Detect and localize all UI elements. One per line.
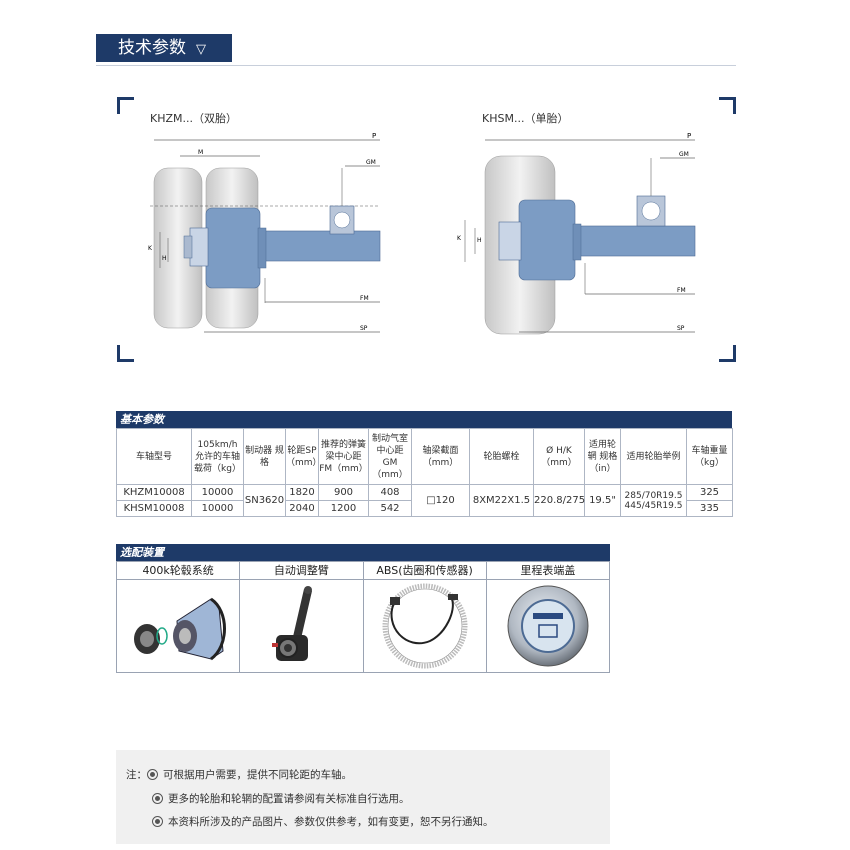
cell-load: 10000	[191, 500, 244, 517]
note-line-3: 本资料所涉及的产品图片、参数仅供参考，如有变更，恕不另行通知。	[152, 814, 494, 829]
header-gm: 制动气室 中心距 GM（mm）	[368, 428, 412, 485]
tire-example-1: 285/70R19.5	[624, 490, 683, 501]
dim-label-sp: SP	[677, 325, 685, 332]
brake-drum	[205, 207, 261, 289]
wheel-hub	[189, 227, 209, 267]
dim-label-k: K	[457, 235, 462, 242]
header-fm: 推荐的弹簧 梁中心距 FM（mm）	[318, 428, 369, 485]
header-weight: 车轴重量 （kg）	[686, 428, 733, 485]
corner-bracket-bottom-right	[719, 345, 736, 362]
table-row: KHZM10008 10000 SN3620 1820 900 408 □120…	[116, 484, 733, 517]
cell-load: 10000	[191, 484, 244, 501]
cell-brake: SN3620	[243, 484, 286, 517]
cell-section: □120	[411, 484, 470, 517]
note-text: 可根据用户需要，提供不同轮距的车轴。	[163, 769, 352, 781]
cell-weight: 325	[686, 484, 733, 501]
dim-label-h: H	[162, 255, 167, 262]
bullet-icon	[152, 793, 163, 804]
header-bolt: 轮胎螺栓	[469, 428, 534, 485]
dim-label-gm: GM	[679, 151, 689, 158]
note-text: 更多的轮胎和轮辋的配置请参阅有关标准自行选用。	[168, 793, 410, 805]
dim-label-m: M	[198, 149, 203, 156]
cell-model: KHSM10008	[116, 500, 192, 517]
single-tire-axle-diagram: P GM K H FM SP	[457, 132, 696, 335]
cell-weight: 335	[686, 500, 733, 517]
option-label: 里程表端盖	[486, 562, 609, 580]
abs-sensor-ring-image	[364, 580, 486, 672]
cell-sp: 1820	[285, 484, 319, 501]
tire-example-2: 445/45R19.5	[624, 500, 683, 511]
dual-tire-axle-diagram: P M GM K H FM SP	[148, 132, 381, 333]
header-section: 轴梁截面 （mm）	[411, 428, 470, 485]
header-tire: 适用轮胎举例	[620, 428, 687, 485]
bullet-icon	[147, 769, 158, 780]
dim-label-p: P	[372, 132, 376, 140]
dim-label-k: K	[148, 245, 153, 252]
corner-bracket-bottom-left	[117, 345, 134, 362]
cell-sp: 2040	[285, 500, 319, 517]
section-title: 技术参数	[118, 38, 186, 58]
brake-drum	[518, 199, 576, 281]
header-rim: 适用轮辋 规格 （in）	[584, 428, 621, 485]
dim-label-gm: GM	[366, 159, 376, 166]
corner-bracket-top-right	[719, 97, 736, 114]
note-line-1: 注： 可根据用户需要，提供不同轮距的车轴。	[126, 767, 352, 782]
triangle-down-icon: ▽	[196, 42, 206, 57]
dim-label-p: P	[687, 132, 691, 140]
options-title: 选配装置	[116, 544, 610, 561]
notes-prefix: 注：	[126, 769, 147, 781]
table-row: KHSM10008 10000 2040 1200 542 335	[116, 500, 733, 517]
hubodometer-cap-image	[487, 580, 609, 672]
axle-beam	[564, 225, 696, 257]
note-text: 本资料所涉及的产品图片、参数仅供参考，如有变更，恕不另行通知。	[168, 816, 494, 828]
option-item: 400k轮毂系统	[117, 562, 241, 672]
cell-rim: 19.5"	[584, 484, 621, 517]
diagram-left-title: KHZM...（双胎）	[150, 112, 238, 125]
cell-fm: 900	[318, 484, 369, 501]
header-brake: 制动器 规格	[243, 428, 286, 485]
wheel-hub-system-image	[117, 580, 239, 672]
spec-table-title: 基本参数	[116, 411, 732, 428]
dim-label-fm: FM	[677, 287, 686, 294]
header-hk: Ø H/K （mm）	[533, 428, 585, 485]
option-label: 400k轮毂系统	[117, 562, 240, 580]
diagram-right-title: KHSM...（单胎）	[482, 112, 569, 125]
cell-gm: 542	[368, 500, 412, 517]
option-label: 自动调整臂	[240, 562, 363, 580]
cell-model: KHZM10008	[116, 484, 192, 501]
slack-adjuster-image	[240, 580, 362, 672]
cell-hk: 220.8/275	[533, 484, 585, 517]
dim-label-sp: SP	[360, 325, 368, 332]
axle-beam	[249, 230, 381, 262]
option-label: ABS(齿圈和传感器)	[363, 562, 486, 580]
note-line-2: 更多的轮胎和轮辋的配置请参阅有关标准自行选用。	[152, 791, 410, 806]
spec-header-row: 车轴型号 105km/h 允许的车轴 载荷（kg） 制动器 规格 轮距SP （m…	[116, 428, 733, 485]
title-divider	[96, 65, 736, 66]
notes-box: 注： 可根据用户需要，提供不同轮距的车轴。 更多的轮胎和轮辋的配置请参阅有关标准自…	[116, 750, 610, 844]
option-item: 里程表端盖	[486, 562, 609, 672]
option-item: ABS(齿圈和传感器)	[363, 562, 487, 672]
cell-gm: 408	[368, 484, 412, 501]
dim-label-h: H	[477, 237, 482, 244]
header-model: 车轴型号	[116, 428, 192, 485]
cell-fm: 1200	[318, 500, 369, 517]
header-load: 105km/h 允许的车轴 载荷（kg）	[191, 428, 244, 485]
option-item: 自动调整臂	[240, 562, 364, 672]
corner-bracket-top-left	[117, 97, 134, 114]
header-sp: 轮距SP （mm）	[285, 428, 322, 485]
dim-label-fm: FM	[360, 295, 369, 302]
bullet-icon	[152, 816, 163, 827]
wheel-hub	[498, 221, 522, 261]
spec-table: 车轴型号 105km/h 允许的车轴 载荷（kg） 制动器 规格 轮距SP （m…	[116, 428, 733, 517]
cell-tire: 285/70R19.5 445/45R19.5	[620, 484, 687, 517]
section-title-banner: 技术参数 ▽	[96, 34, 232, 62]
options-grid: 400k轮毂系统 自动调整臂 ABS(齿圈和传感器)	[116, 561, 610, 673]
cell-bolt: 8XM22X1.5	[469, 484, 534, 517]
